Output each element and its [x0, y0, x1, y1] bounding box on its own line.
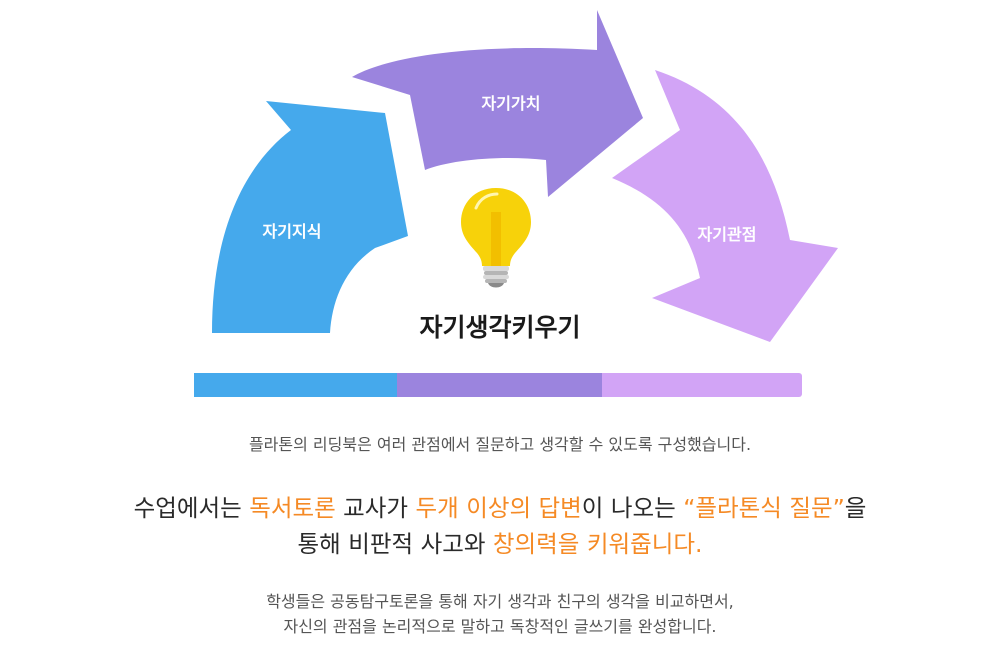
highlight-multiple-answers: 두개 이상의 답변	[415, 494, 582, 522]
arrow-self-value	[352, 10, 643, 197]
highlight-creativity: 창의력을 키워줍니다.	[492, 530, 703, 558]
arrow-self-knowledge	[212, 101, 408, 333]
main-text-part: 교사가	[335, 494, 416, 522]
highlight-plato-question: “플라톤식 질문”	[683, 494, 845, 522]
lightbulb-icon	[461, 188, 531, 288]
main-text-part: 을	[844, 494, 867, 522]
subtitle: 플라톤의 리딩북은 여러 관점에서 질문하고 생각할 수 있도록 구성했습니다.	[248, 435, 752, 454]
bar-segment-violet	[397, 373, 602, 397]
main-text-part: 이 나오는	[581, 494, 684, 522]
description: 학생들은 공동탐구토론을 통해 자기 생각과 친구의 생각을 비교하면서, 자신…	[0, 589, 1000, 639]
main-message-line-1: 수업에서는 독서토론 교사가 두개 이상의 답변이 나오는 “플라톤식 질문”을	[0, 490, 1000, 526]
arrow-label-self-value: 자기가치	[481, 94, 541, 113]
arrow-label-self-knowledge: 자기지식	[262, 222, 322, 241]
main-message: 수업에서는 독서토론 교사가 두개 이상의 답변이 나오는 “플라톤식 질문”을…	[0, 490, 1000, 562]
arrow-self-perspective	[612, 70, 838, 342]
highlight-reading-debate: 독서토론	[249, 494, 336, 522]
arrow-label-self-perspective: 자기관점	[697, 225, 757, 244]
description-line-2: 자신의 관점을 논리적으로 말하고 독창적인 글쓰기를 완성합니다.	[283, 617, 717, 636]
bar-segment-lavender	[602, 373, 802, 397]
center-title: 자기생각키우기	[419, 313, 581, 342]
arrow-cycle-graphic	[212, 10, 838, 342]
description-line-1: 학생들은 공동탐구토론을 통해 자기 생각과 친구의 생각을 비교하면서,	[266, 592, 734, 611]
bar-segment-blue	[194, 373, 397, 397]
main-text-part: 수업에서는	[133, 494, 250, 522]
self-thinking-diagram: 자기지식 자기가치 자기관점 자기생각키우기	[194, 10, 838, 397]
main-message-line-2: 통해 비판적 사고와 창의력을 키워줍니다.	[0, 526, 1000, 562]
main-text-part: 통해 비판적 사고와	[297, 530, 493, 558]
